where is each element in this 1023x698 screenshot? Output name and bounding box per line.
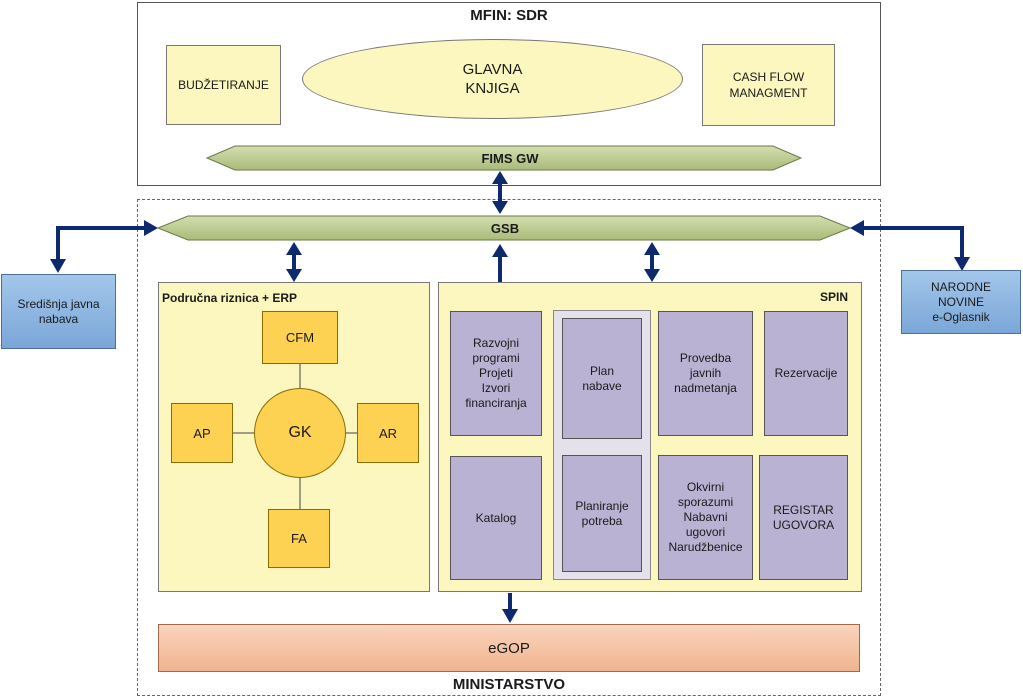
planiranje-potreba-box: Planiranje potreba xyxy=(562,455,642,572)
cfm-box: CFM xyxy=(262,311,338,364)
budzetiranje-box: BUDŽETIRANJE xyxy=(166,45,281,125)
razvojni-programi-box: Razvojni programi Projeti Izvori financi… xyxy=(450,311,542,436)
provedba-javnih-nadmetanja-box: Provedba javnih nadmetanja xyxy=(658,311,753,436)
ar-box: AR xyxy=(357,403,419,463)
gk-circle: GK xyxy=(254,388,346,478)
narodne-novine-box: NARODNE NOVINE e-Oglasnik xyxy=(901,270,1021,334)
registar-ugovora-box: REGISTAR UGOVORA xyxy=(759,455,848,580)
fims-gw-band xyxy=(205,145,803,171)
arrow-gsb-sredisnja xyxy=(56,226,148,262)
podrucna-riznica-title: Područna riznica + ERP xyxy=(162,291,298,305)
fa-box: FA xyxy=(268,509,330,568)
spin-title: SPIN xyxy=(820,290,849,304)
ministarstvo-frame xyxy=(137,199,881,696)
fims-gw-label: FIMS GW xyxy=(481,150,539,166)
mfin-sdr-title: MFIN: SDR xyxy=(470,6,548,24)
glavna-knjiga-ellipse: GLAVNA KNJIGA xyxy=(302,39,683,119)
rezervacije-box: Rezervacije xyxy=(764,311,848,436)
ap-box: AP xyxy=(171,403,233,463)
plan-nabave-box: Plan nabave xyxy=(562,318,642,439)
cash-flow-box: CASH FLOW MANAGMENT xyxy=(702,44,835,126)
egop-box: eGOP xyxy=(158,624,860,672)
ministarstvo-title: MINISTARSTVO xyxy=(452,675,566,693)
okvirni-sporazumi-box: Okvirni sporazumi Nabavni ugovori Narudž… xyxy=(658,455,753,580)
arrow-gsb-narodne xyxy=(862,226,964,260)
gsb-label: GSB xyxy=(490,220,520,236)
katalog-box: Katalog xyxy=(450,456,542,580)
sredisnja-javna-nabava-box: Središnja javna nabava xyxy=(1,274,116,349)
